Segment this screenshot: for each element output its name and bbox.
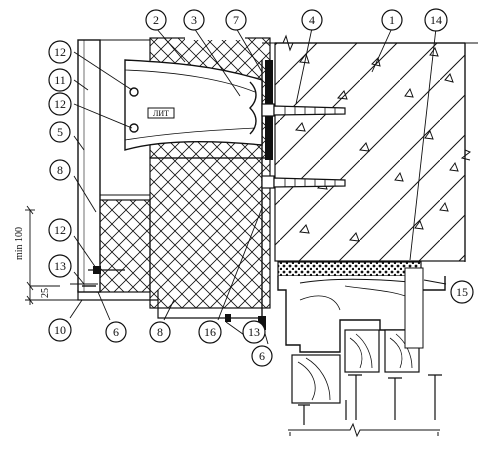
sealing-strip	[277, 261, 422, 277]
svg-text:4: 4	[309, 13, 315, 27]
svg-text:13: 13	[248, 325, 260, 339]
svg-text:13: 13	[54, 259, 66, 273]
callout-12-mid: 12	[48, 92, 72, 116]
bracket-stamp: ЛИТ	[153, 109, 169, 118]
leader-lines	[69, 27, 447, 345]
window-frame	[277, 267, 446, 438]
cladding-panel	[70, 39, 159, 301]
callout-2: 2	[145, 9, 167, 31]
fasteners	[82, 266, 266, 330]
callout-3: 3	[183, 9, 205, 31]
callout-15: 15	[450, 280, 474, 304]
callout-7: 7	[225, 9, 247, 31]
callout-8-bottom: 8	[149, 321, 171, 343]
dim-min-100: min 100	[14, 227, 25, 260]
callout-11: 11	[48, 68, 72, 92]
svg-text:16: 16	[204, 325, 216, 339]
insulation-small	[96, 199, 151, 293]
callout-13-left: 13	[48, 254, 72, 278]
svg-text:10: 10	[54, 323, 66, 337]
svg-text:12: 12	[54, 97, 66, 111]
svg-text:2: 2	[153, 13, 159, 27]
bracket: ЛИТ	[124, 59, 263, 151]
dowel-upper	[261, 103, 346, 117]
callout-6-bottom-left: 6	[105, 321, 127, 343]
svg-text:8: 8	[57, 163, 63, 177]
callout-6-bottom: 6	[251, 345, 273, 367]
svg-text:6: 6	[113, 325, 119, 339]
insulation-lower	[149, 157, 271, 309]
callout-4: 4	[301, 9, 323, 31]
svg-text:8: 8	[157, 325, 163, 339]
callout-14: 14	[424, 8, 448, 32]
svg-text:15: 15	[456, 285, 468, 299]
callout-16: 16	[198, 320, 222, 344]
dowel-lower	[261, 175, 346, 189]
callout-8-left: 8	[49, 159, 71, 181]
callout-12-low: 12	[48, 218, 72, 242]
svg-text:3: 3	[191, 13, 197, 27]
callout-13-bottom: 13	[242, 320, 266, 344]
svg-text:14: 14	[430, 13, 442, 27]
svg-text:1: 1	[389, 13, 395, 27]
callout-1: 1	[381, 9, 403, 31]
svg-text:5: 5	[57, 125, 63, 139]
svg-text:11: 11	[54, 73, 66, 87]
concrete-wall	[262, 34, 478, 262]
dim-25: 25	[40, 288, 51, 298]
dimension-lines	[25, 205, 78, 305]
svg-text:6: 6	[259, 349, 265, 363]
callouts: 2 3 7 4 1 14 12 11 12 5 8 12 13 10 6 8 1…	[48, 8, 474, 367]
svg-text:12: 12	[54, 45, 66, 59]
callout-5: 5	[49, 121, 71, 143]
callout-12-top: 12	[48, 40, 72, 64]
svg-text:7: 7	[233, 13, 239, 27]
svg-text:12: 12	[54, 223, 66, 237]
callout-10: 10	[48, 318, 72, 342]
